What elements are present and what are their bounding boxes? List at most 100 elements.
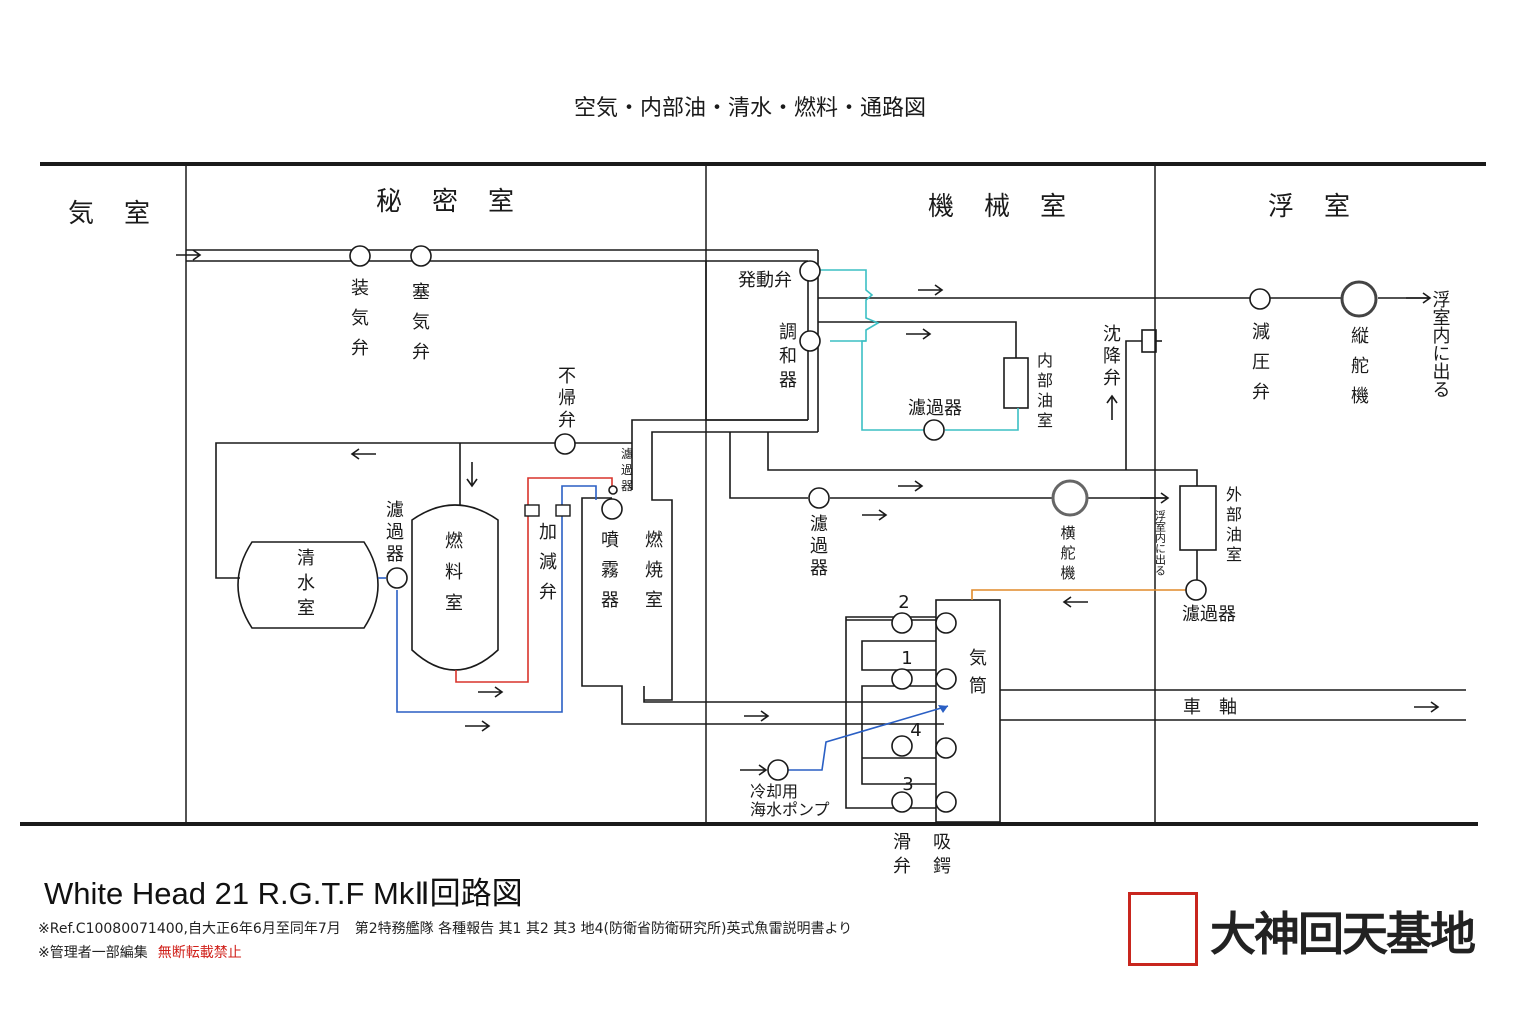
label-inner-oil-4: 室 — [1037, 411, 1053, 430]
room-secret: 秘 密 室 — [376, 187, 516, 217]
label-exit-float-small: 浮室内に出る — [1154, 510, 1167, 576]
fuel-tank — [411, 504, 499, 671]
label-fuel-room-1: 燃 — [445, 531, 463, 552]
cylinder-number-2: 2 — [898, 592, 909, 613]
label-fresh-water-2: 水 — [297, 573, 315, 594]
editor-note: ※管理者一部編集無断転載禁止 — [38, 942, 242, 962]
horizontal-rudder-engine — [1051, 479, 1089, 517]
vertical-rudder-engine — [1340, 280, 1378, 318]
label-inner-filter: 濾過器 — [908, 398, 962, 419]
cylinder-number-3: 3 — [902, 774, 913, 795]
label-vertical-rudder-1: 縦 — [1351, 326, 1369, 347]
label-reducing-valve-1: 減 — [1252, 322, 1270, 343]
cylinder-number-1: 1 — [901, 648, 912, 669]
label-slide-valve-1: 滑 — [893, 832, 911, 853]
label-descent-valve-1: 沈 — [1103, 324, 1121, 345]
air-piping — [186, 249, 1466, 823]
label-outer-filter: 濾過器 — [1182, 604, 1236, 625]
label-adjust-valve-2: 減 — [539, 552, 557, 573]
label-combustion-3: 室 — [645, 590, 663, 611]
label-combustion-1: 燃 — [645, 530, 663, 551]
fresh-water-tank — [237, 541, 379, 629]
label-small-filter-2: 過 — [621, 463, 633, 477]
label-suction-1: 吸 — [933, 832, 951, 853]
label-outer-oil-1: 外 — [1226, 485, 1242, 504]
no-reprint-warning: 無断転載禁止 — [157, 945, 242, 961]
label-stop-valve-1: 塞 — [412, 282, 430, 303]
label-cylinder-2: 筒 — [969, 676, 987, 697]
label-charge-valve-3: 弁 — [351, 338, 369, 359]
label-fuel-room-3: 室 — [445, 593, 463, 614]
diagram-title: 空気・内部油・清水・燃料・通路図 — [574, 96, 926, 121]
label-mid-filter-1: 濾 — [810, 514, 828, 535]
label-regulator-2: 和 — [779, 346, 797, 367]
frame — [20, 162, 1486, 826]
labels: 装 気 弁 塞 気 弁 発動弁 調 和 器 不 帰 弁 濾 過 器 濾 過 器 … — [297, 270, 1451, 877]
adjust-valve-boxes — [524, 504, 571, 517]
label-mid-filter-3: 器 — [810, 558, 828, 579]
flow-arrows — [176, 249, 1440, 776]
room-machine: 機 械 室 — [928, 192, 1068, 222]
label-small-filter-1: 濾 — [621, 446, 633, 461]
label-check-valve-2: 帰 — [558, 388, 576, 409]
label-sprayer-3: 器 — [601, 590, 619, 611]
label-adjust-valve-1: 加 — [539, 522, 557, 543]
inner-oil-piping — [818, 269, 1019, 431]
label-left-filter-2: 過 — [386, 522, 404, 543]
label-shaft: 車 軸 — [1183, 697, 1237, 718]
label-charge-valve-2: 気 — [351, 308, 369, 329]
outer-oil-line — [971, 589, 1186, 600]
label-fresh-water-3: 室 — [297, 598, 315, 619]
label-reducing-valve-3: 弁 — [1252, 382, 1270, 403]
label-cylinder-1: 気 — [969, 648, 987, 669]
label-inner-oil-3: 油 — [1037, 391, 1053, 410]
label-left-filter-1: 濾 — [386, 500, 404, 521]
label-slide-valve-2: 弁 — [893, 856, 911, 877]
water-line — [378, 485, 949, 771]
label-outer-oil-4: 室 — [1226, 545, 1242, 564]
label-adjust-valve-3: 弁 — [539, 582, 557, 603]
label-small-filter-3: 器 — [621, 479, 633, 493]
label-vertical-rudder-2: 舵 — [1351, 356, 1369, 377]
label-outer-oil-3: 油 — [1226, 525, 1242, 544]
fuel-line — [455, 477, 613, 683]
cylinder-number-4: 4 — [910, 720, 921, 741]
label-stop-valve-3: 弁 — [412, 342, 430, 363]
label-fresh-water-1: 清 — [297, 548, 315, 569]
label-exit-float: 浮室内に出る — [1430, 290, 1451, 398]
label-sprayer-1: 噴 — [601, 530, 619, 551]
seal-stamp — [1128, 892, 1198, 966]
label-check-valve-1: 不 — [558, 366, 576, 387]
main-title: White Head 21 R.G.T.F MkⅡ回路図 — [44, 876, 523, 911]
label-descent-valve-3: 弁 — [1103, 368, 1121, 389]
label-start-valve: 発動弁 — [738, 270, 792, 291]
label-mid-filter-2: 過 — [810, 536, 828, 557]
reference-note: ※Ref.C10080071400,自大正6年6月至同年7月 第2特務艦隊 各種… — [38, 921, 853, 937]
label-horizontal-rudder-1: 横 — [1060, 524, 1075, 542]
label-horizontal-rudder-3: 機 — [1060, 564, 1075, 582]
label-regulator-1: 調 — [779, 322, 797, 343]
label-regulator-3: 器 — [779, 370, 797, 391]
label-outer-oil-2: 部 — [1226, 505, 1242, 524]
label-descent-valve-2: 降 — [1103, 346, 1121, 367]
label-charge-valve-1: 装 — [351, 278, 369, 299]
room-float: 浮 室 — [1268, 192, 1352, 222]
label-combustion-2: 焼 — [645, 560, 663, 581]
label-reducing-valve-2: 圧 — [1252, 352, 1270, 373]
label-inner-oil-2: 部 — [1037, 371, 1053, 390]
editor-note-text: ※管理者一部編集 — [38, 945, 148, 961]
label-inner-oil-1: 内 — [1037, 351, 1053, 370]
room-air: 気 室 — [68, 199, 152, 229]
label-sprayer-2: 霧 — [601, 560, 619, 581]
water-arrowhead — [938, 705, 948, 713]
site-logo: 大神回天基地 — [1210, 907, 1476, 961]
label-vertical-rudder-3: 機 — [1351, 386, 1369, 407]
label-check-valve-3: 弁 — [558, 410, 576, 431]
label-pump-line-1: 冷却用 — [750, 782, 798, 801]
label-stop-valve-2: 気 — [412, 312, 430, 333]
label-left-filter-3: 器 — [386, 544, 404, 565]
valves — [349, 245, 1271, 813]
label-pump-line-2: 海水ポンプ — [750, 800, 830, 819]
label-horizontal-rudder-2: 舵 — [1060, 544, 1075, 562]
